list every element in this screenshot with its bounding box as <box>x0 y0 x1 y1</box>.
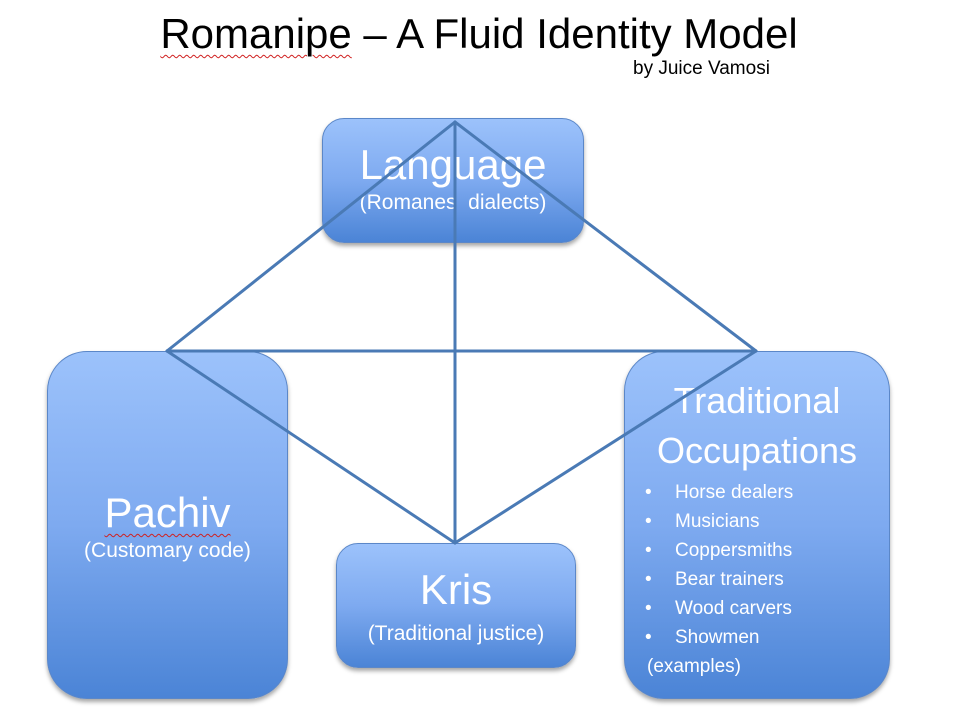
bullet-icon: • <box>645 598 652 619</box>
title-word-romanipe: Romanipe <box>160 10 352 57</box>
kris-box: Kris (Traditional justice) <box>336 543 576 668</box>
kris-heading: Kris <box>419 566 493 613</box>
list-item: • Horse dealers <box>645 478 889 507</box>
pachiv-heading: Pachiv <box>104 489 231 536</box>
bullet-icon: • <box>645 482 652 503</box>
kris-subtitle: (Traditional justice) <box>367 622 545 645</box>
author-byline: by Juice Vamosi <box>633 58 770 79</box>
bullet-icon: • <box>645 540 652 561</box>
occupations-heading-line2: Occupations <box>656 430 858 471</box>
list-item: • Musicians <box>645 507 889 536</box>
language-subtitle: (Romanes dialects) <box>359 191 547 214</box>
occupations-box: Traditional Occupations • Horse dealers •… <box>624 351 890 699</box>
language-heading: Language <box>359 141 547 188</box>
title-rest: – A Fluid Identity Model <box>351 10 798 57</box>
bullet-icon: • <box>645 569 652 590</box>
list-item: • Bear trainers <box>645 565 889 594</box>
list-item-text: Musicians <box>675 511 760 532</box>
language-box: Language (Romanes dialects) <box>322 118 584 243</box>
pachiv-box: Pachiv (Customary code) <box>47 351 288 699</box>
occupations-list: •Horse dealers •Musicians •Coppersmiths … <box>625 478 889 652</box>
list-item-text: Coppersmiths <box>675 540 793 561</box>
list-item-text: Showmen <box>675 627 760 648</box>
bullet-icon: • <box>645 627 652 648</box>
occupations-footnote: (examples) <box>647 656 741 677</box>
slide-title: Romanipe – A Fluid Identity Model <box>0 8 958 60</box>
bullet-icon: • <box>645 511 652 532</box>
list-item: • Showmen <box>645 623 889 652</box>
list-item-text: Bear trainers <box>675 569 784 590</box>
list-item-text: Horse dealers <box>675 482 794 503</box>
occupations-heading-line1: Traditional <box>673 380 841 421</box>
pachiv-subtitle: (Customary code) <box>84 539 251 562</box>
list-item: • Coppersmiths <box>645 536 889 565</box>
list-item-text: Wood carvers <box>675 598 792 619</box>
list-item: • Wood carvers <box>645 594 889 623</box>
